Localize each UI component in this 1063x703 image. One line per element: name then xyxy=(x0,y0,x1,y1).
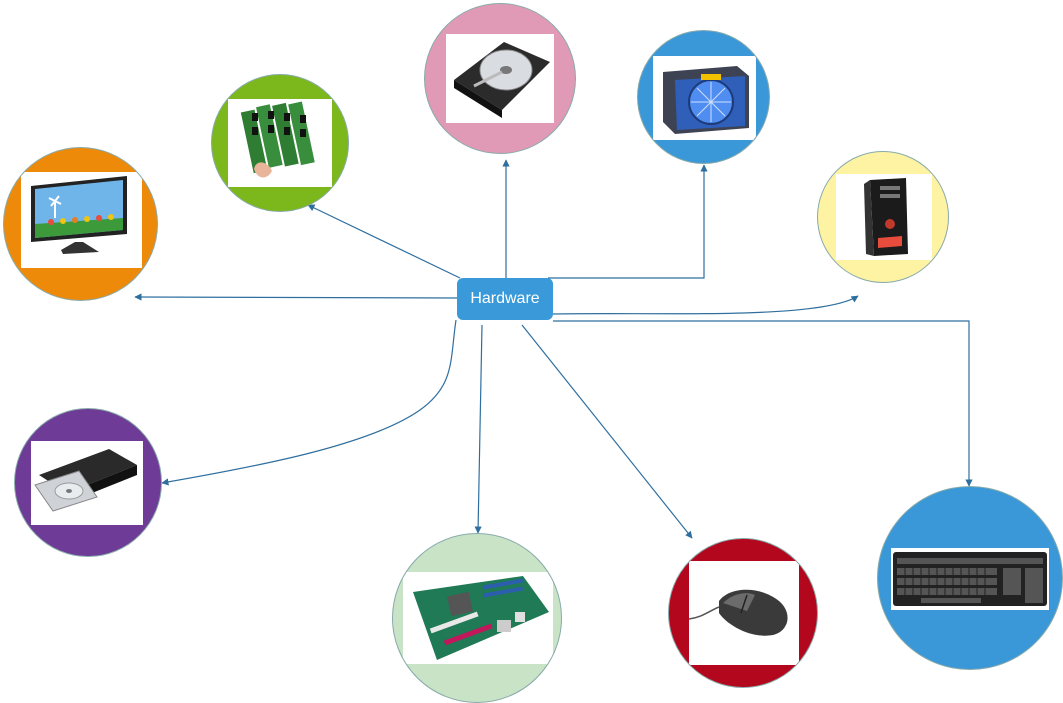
motherboard-icon xyxy=(403,572,553,664)
edge-hub-to-mouse xyxy=(521,324,693,539)
ram-module-icon xyxy=(228,99,332,187)
edge-hub-to-keyboard xyxy=(553,320,973,487)
hub-label: Hardware xyxy=(470,290,540,307)
ram-node[interactable] xyxy=(211,74,349,212)
edge-hub-to-ram xyxy=(307,204,461,279)
hardware-hub-node[interactable]: Hardware xyxy=(457,278,553,320)
tower-case-node[interactable] xyxy=(817,151,949,283)
power-supply-node[interactable] xyxy=(637,30,770,164)
edge-hub-to-tower-case xyxy=(552,295,859,315)
optical-drive-icon xyxy=(31,441,143,525)
motherboard-node[interactable] xyxy=(392,533,562,703)
edge-hub-to-power-supply xyxy=(548,164,708,279)
edge-hub-to-motherboard xyxy=(474,324,483,534)
hard-drive-icon xyxy=(446,34,554,123)
optical-drive-node[interactable] xyxy=(14,408,162,557)
monitor-node[interactable] xyxy=(3,147,158,301)
keyboard-icon xyxy=(891,548,1049,610)
mouse-icon xyxy=(689,561,799,665)
pc-tower-icon xyxy=(836,174,932,260)
edge-hub-to-monitor xyxy=(134,293,458,301)
mouse-node[interactable] xyxy=(668,538,818,688)
power-supply-icon xyxy=(653,56,756,140)
keyboard-node[interactable] xyxy=(877,486,1063,670)
hard-drive-node[interactable] xyxy=(424,3,576,154)
edge-hub-to-optical-drive xyxy=(161,319,457,486)
monitor-icon xyxy=(21,172,142,268)
